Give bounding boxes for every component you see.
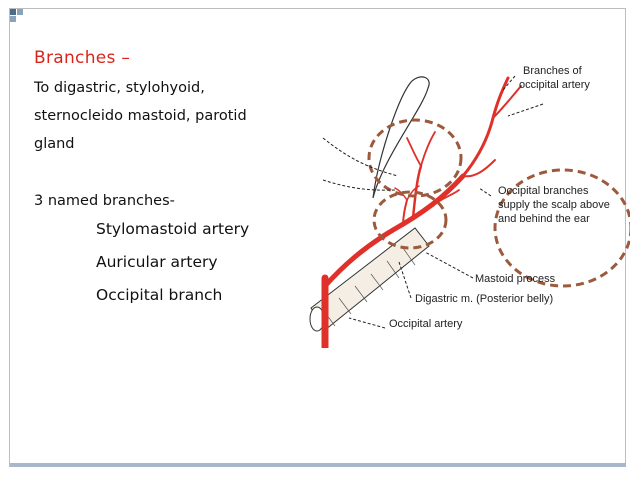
intro-line: sternocleido mastoid, parotid	[34, 108, 247, 124]
text-column: Branches – To digastric, stylohyoid, ste…	[34, 48, 294, 318]
named-branches-title: 3 named branches-	[34, 193, 175, 209]
branch-item: Stylomastoid artery	[96, 220, 250, 238]
branch-item: Auricular artery	[96, 253, 218, 271]
corner-mark	[10, 9, 23, 22]
intro-line: To digastric, stylohyoid,	[34, 80, 205, 96]
mastoid-outline	[372, 76, 430, 199]
intro-line: gland	[34, 136, 75, 152]
anatomy-diagram: Branches of occipital artery Occipital b…	[309, 65, 630, 348]
label-occipital-branches-note: Occipital branches supply the scalp abov…	[498, 185, 613, 225]
label-branches-of-occipital: Branches of occipital artery	[519, 65, 590, 91]
slide-heading: Branches –	[34, 48, 131, 68]
label-mastoid-process: Mastoid process	[475, 273, 556, 285]
occipital-artery	[321, 76, 522, 348]
label-occipital-artery: Occipital artery	[389, 318, 463, 330]
label-digastric: Digastric m. (Posterior belly)	[415, 293, 553, 305]
highlight-circles	[367, 118, 630, 288]
footer-bar	[10, 463, 626, 467]
pointer-arrows	[322, 75, 544, 329]
branch-item: Occipital branch	[96, 286, 223, 304]
anatomy-figure: Branches of occipital artery Occipital b…	[303, 48, 630, 348]
